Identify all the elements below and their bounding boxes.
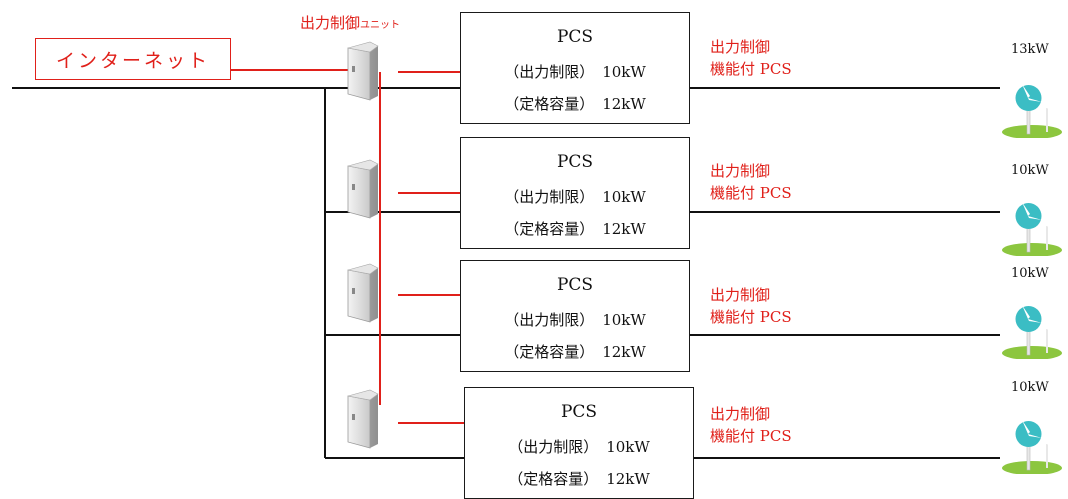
pcs-limit-value: 10kW <box>602 63 646 81</box>
function-line-2: 機能付 PCS <box>710 308 792 326</box>
pcs-rated-label: （定格容量） <box>504 343 595 361</box>
function-line-2: 機能付 PCS <box>710 427 792 445</box>
wind-turbine-icon <box>1002 84 1062 138</box>
pcs-function-label-3: 出力制御 機能付 PCS <box>710 284 792 328</box>
control-unit-cabinet-icon <box>347 389 379 449</box>
pcs-rated-label: （定格容量） <box>508 470 599 488</box>
wind-turbine-icon <box>1002 420 1062 474</box>
pcs-rated-value: 12kW <box>602 95 646 113</box>
pcs-box-1: PCS （出力制限） 10kW （定格容量） 12kW <box>460 12 690 124</box>
function-line-2: 機能付 PCS <box>710 60 792 78</box>
pcs-limit-label: （出力制限） <box>504 188 595 206</box>
control-lines <box>231 69 465 424</box>
pcs-limit-value: 10kW <box>602 188 646 206</box>
grid-lines <box>12 87 1000 459</box>
control-unit-label: 出力制御ユニット <box>300 12 400 33</box>
pcs-limit-label: （出力制限） <box>504 311 595 329</box>
generator-power-label-1: 13kW <box>1011 42 1049 57</box>
pcs-rated-row: （定格容量） 12kW <box>461 93 689 114</box>
internet-box: インターネット <box>35 38 231 80</box>
pcs-limit-row: （出力制限） 10kW <box>461 309 689 330</box>
pcs-title: PCS <box>556 152 594 172</box>
pcs-limit-label: （出力制限） <box>504 63 595 81</box>
wind-turbine-icon <box>1002 305 1062 359</box>
function-line-1: 出力制御 <box>710 286 771 304</box>
internet-label: インターネット <box>55 49 210 72</box>
pcs-rated-label: （定格容量） <box>504 95 595 113</box>
pcs-limit-value: 10kW <box>606 438 650 456</box>
control-unit-label-small: ユニット <box>360 20 401 31</box>
function-line-1: 出力制御 <box>710 162 771 180</box>
pcs-rated-value: 12kW <box>602 220 646 238</box>
pcs-rated-row: （定格容量） 12kW <box>461 218 689 239</box>
pcs-title: PCS <box>556 275 594 295</box>
generator-power-label-2: 10kW <box>1011 163 1049 178</box>
pcs-title: PCS <box>556 27 594 47</box>
pcs-limit-row: （出力制限） 10kW <box>461 186 689 207</box>
function-line-1: 出力制御 <box>710 405 771 423</box>
function-line-1: 出力制御 <box>710 38 771 56</box>
pcs-function-label-1: 出力制御 機能付 PCS <box>710 36 792 80</box>
pcs-function-label-2: 出力制御 機能付 PCS <box>710 160 792 204</box>
pcs-limit-row: （出力制限） 10kW <box>461 61 689 82</box>
pcs-rated-row: （定格容量） 12kW <box>465 468 693 489</box>
pcs-box-4: PCS （出力制限） 10kW （定格容量） 12kW <box>464 387 694 499</box>
function-line-2: 機能付 PCS <box>710 184 792 202</box>
control-unit-label-main: 出力制御 <box>300 14 361 32</box>
pcs-limit-label: （出力制限） <box>508 438 599 456</box>
generator-power-label-4: 10kW <box>1011 380 1049 395</box>
pcs-function-label-4: 出力制御 機能付 PCS <box>710 403 792 447</box>
control-unit-cabinet-icon <box>347 263 379 323</box>
pcs-limit-row: （出力制限） 10kW <box>465 436 693 457</box>
pcs-title: PCS <box>560 402 598 422</box>
control-unit-cabinet-icon <box>347 41 379 101</box>
generator-power-label-3: 10kW <box>1011 266 1049 281</box>
control-unit-cabinet-icon <box>347 159 379 219</box>
pcs-rated-value: 12kW <box>602 343 646 361</box>
pcs-box-3: PCS （出力制限） 10kW （定格容量） 12kW <box>460 260 690 372</box>
wind-turbine-icon <box>1002 202 1062 256</box>
pcs-box-2: PCS （出力制限） 10kW （定格容量） 12kW <box>460 137 690 249</box>
pcs-rated-value: 12kW <box>606 470 650 488</box>
pcs-limit-value: 10kW <box>602 311 646 329</box>
pcs-rated-row: （定格容量） 12kW <box>461 341 689 362</box>
pcs-rated-label: （定格容量） <box>504 220 595 238</box>
